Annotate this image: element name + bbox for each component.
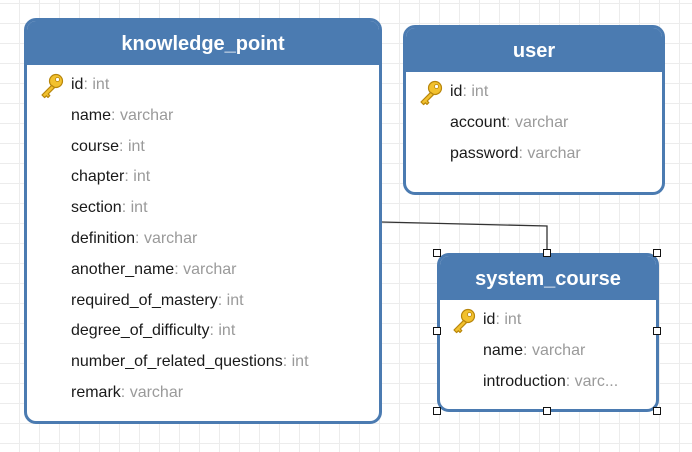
field-separator: : [111, 106, 116, 124]
field-type: varchar [129, 383, 184, 401]
field-separator: : [135, 229, 140, 247]
field-name: id [450, 83, 463, 100]
field-name: definition [71, 229, 136, 247]
field-name: remark [71, 383, 121, 401]
field-name: section [71, 199, 122, 217]
field-separator: : [120, 383, 126, 401]
field-type: int [291, 353, 309, 371]
resize-handle-right[interactable] [653, 327, 661, 335]
field-type: varchar [514, 113, 569, 131]
field-row[interactable]: name: varchar [440, 336, 656, 367]
field-separator: : [565, 372, 571, 390]
field-type: int [130, 199, 148, 217]
field-row[interactable]: id: int [440, 305, 656, 336]
field-separator: : [217, 291, 223, 309]
field-name: account [450, 113, 507, 131]
entity-title: knowledge_point [27, 21, 379, 65]
field-name: id [71, 76, 84, 93]
field-row[interactable]: password: varchar [406, 139, 662, 170]
entity-title: user [406, 28, 662, 72]
field-row[interactable]: remark: varchar [27, 378, 379, 409]
field-row[interactable]: introduction: varc... [440, 367, 656, 398]
field-name: required_of_mastery [71, 291, 218, 309]
field-type: varchar [527, 144, 581, 162]
field-name: introduction [483, 372, 566, 390]
field-name: name [71, 106, 112, 124]
field-type: varchar [119, 106, 174, 124]
field-separator: : [282, 353, 288, 371]
field-separator: : [506, 113, 511, 131]
field-row[interactable]: course: int [27, 132, 379, 163]
field-separator: : [174, 260, 179, 278]
resize-handle-top-right[interactable] [653, 249, 661, 257]
field-type: int [218, 322, 236, 340]
field-name: degree_of_difficulty [71, 322, 210, 340]
field-row[interactable]: required_of_mastery: int [27, 286, 379, 317]
resize-handle-bottom[interactable] [543, 407, 551, 415]
field-row[interactable]: id: int [406, 77, 662, 108]
field-name: id [483, 311, 496, 328]
field-type: varchar [183, 260, 237, 278]
field-name: chapter [71, 168, 125, 186]
field-name: password [450, 144, 519, 162]
field-type: int [504, 311, 522, 328]
resize-handle-top[interactable] [543, 249, 551, 257]
resize-handle-bottom-left[interactable] [433, 407, 441, 415]
field-separator: : [518, 144, 523, 162]
field-row[interactable]: degree_of_difficulty: int [27, 316, 379, 347]
field-separator: : [119, 137, 124, 155]
field-row[interactable]: definition: varchar [27, 224, 379, 255]
field-separator: : [523, 341, 528, 359]
field-type: int [133, 168, 151, 186]
field-row[interactable]: id: int [27, 70, 379, 101]
primary-key-icon [37, 72, 65, 100]
field-separator: : [83, 76, 88, 93]
field-separator: : [124, 168, 129, 186]
primary-key-icon [449, 307, 477, 335]
field-row[interactable]: chapter: int [27, 162, 379, 193]
field-name: course [71, 137, 120, 155]
field-type: int [92, 76, 110, 93]
field-type: int [127, 137, 145, 155]
field-row[interactable]: account: varchar [406, 108, 662, 139]
field-name: number_of_related_questions [71, 353, 283, 371]
field-separator: : [209, 322, 214, 340]
resize-handle-left[interactable] [433, 327, 441, 335]
field-name: name [483, 341, 524, 359]
entity-title: system_course [440, 256, 656, 300]
field-type: varchar [531, 341, 586, 359]
field-separator: : [495, 311, 500, 328]
field-separator: : [462, 83, 467, 100]
resize-handle-top-left[interactable] [433, 249, 441, 257]
field-row[interactable]: number_of_related_questions: int [27, 347, 379, 378]
field-type: varc... [574, 372, 619, 390]
primary-key-icon [416, 79, 444, 107]
field-separator: : [121, 199, 127, 217]
resize-handle-bottom-right[interactable] [653, 407, 661, 415]
field-row[interactable]: another_name: varchar [27, 255, 379, 286]
field-row[interactable]: name: varchar [27, 101, 379, 132]
field-type: int [226, 291, 244, 309]
field-row[interactable]: section: int [27, 193, 379, 224]
field-type: int [471, 83, 489, 100]
field-type: varchar [143, 229, 198, 247]
field-name: another_name [71, 260, 175, 278]
